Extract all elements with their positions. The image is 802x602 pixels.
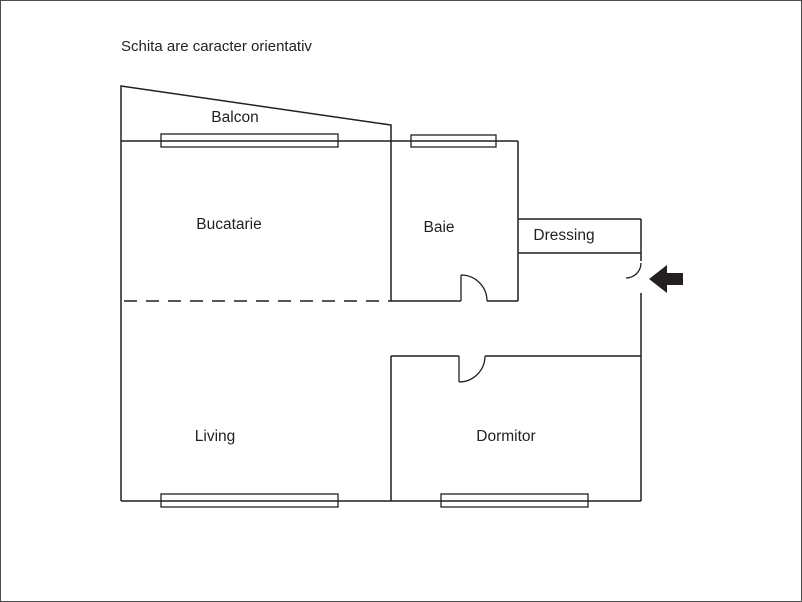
room-label-living: Living	[195, 428, 236, 445]
dressing-walls	[518, 218, 641, 254]
room-label-dormitor: Dormitor	[476, 428, 535, 445]
room-label-dressing: Dressing	[533, 227, 594, 244]
disclaimer-title: Schita are caracter orientativ	[121, 38, 312, 55]
bathroom-door	[460, 274, 488, 302]
room-label-bucatarie: Bucatarie	[196, 216, 261, 233]
entrance-arrow-left-icon	[649, 265, 683, 293]
bedroom-door	[458, 355, 486, 383]
room-label-balcon: Balcon	[211, 109, 258, 126]
entrance-door	[625, 262, 642, 279]
balcony-wall	[120, 85, 392, 141]
bedroom-window	[440, 493, 589, 508]
living-window	[160, 493, 339, 508]
kitchen-window	[160, 133, 339, 148]
room-label-baie: Baie	[423, 219, 454, 236]
bathroom-window	[410, 134, 497, 148]
